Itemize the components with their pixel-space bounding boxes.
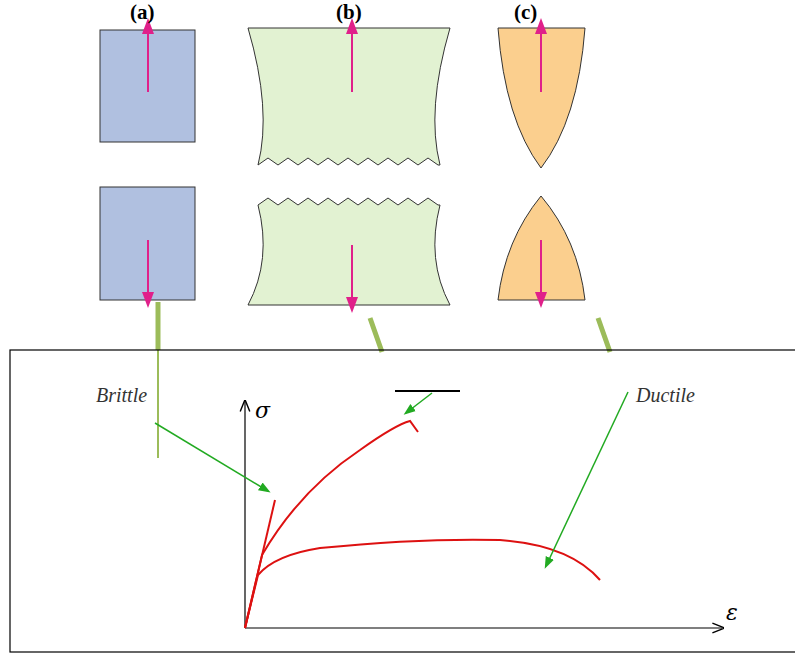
tick-mark [395, 390, 460, 392]
material-label: Brittle [96, 384, 147, 407]
panel-label: (c) [514, 0, 537, 25]
axis-label: ε [726, 600, 738, 625]
panel-label: (a) [130, 0, 155, 25]
leader-bar [158, 302, 610, 352]
axes [245, 402, 722, 628]
material-label: Ductile [636, 384, 695, 407]
panel-label: (b) [336, 0, 362, 25]
callout-arrow [155, 392, 628, 566]
stress-strain-curve [245, 421, 600, 628]
leader-line [157, 350, 159, 458]
load-arrow [148, 26, 541, 305]
graph-frame [10, 350, 795, 652]
moderately-ductile-specimen [248, 28, 450, 305]
axis-label: σ [255, 398, 270, 423]
